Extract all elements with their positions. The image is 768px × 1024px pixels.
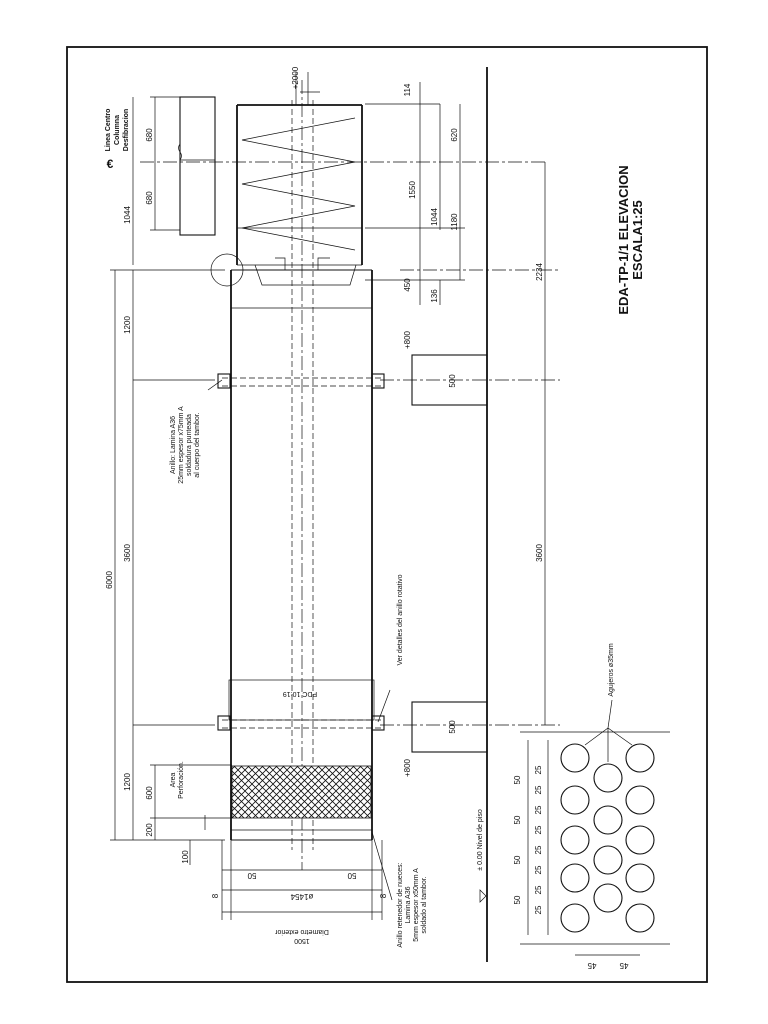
dim-8-left: 8: [211, 893, 220, 898]
dim-8-right: 8: [379, 893, 388, 898]
left-dimensions: [110, 96, 232, 865]
hole-dim-25-2: 25: [534, 785, 543, 794]
lower-ring: [217, 679, 385, 731]
dim-500-top: 500: [448, 374, 457, 388]
area-note-2: Perforación.: [178, 761, 185, 799]
hole-pattern-detail: [520, 699, 670, 956]
dim-1180: 1180: [450, 213, 459, 231]
hole-dim-25-5: 25: [534, 845, 543, 854]
dim-1550: 1550: [408, 181, 417, 199]
dim-500-bottom: 500: [448, 720, 457, 734]
dim-2234: 2234: [535, 263, 544, 281]
dim-200: 200: [145, 823, 154, 837]
dim-680-bottom: 680: [145, 191, 154, 205]
right-dimensions: [300, 82, 546, 725]
dim-6000: 6000: [105, 571, 114, 589]
support-block-lower: [411, 701, 488, 753]
centerline-label-1: Linea Centro: [105, 109, 112, 152]
hole-dim-25-1: 25: [534, 765, 543, 774]
dim-50-left: 50: [247, 871, 256, 880]
floor-level-symbol: [479, 889, 487, 903]
dim-plus-800-bottom: +800: [403, 758, 412, 777]
dim-100: 100: [181, 850, 190, 864]
upper-ring: [217, 373, 385, 389]
dim-plus-2000: +2000: [291, 66, 300, 89]
hole-circles: [560, 743, 655, 933]
dim-1200-bottom: 1200: [123, 773, 132, 791]
centerline-label-3: Desfibracion: [123, 109, 130, 151]
hole-dim-25-7: 25: [534, 885, 543, 894]
dim-136: 136: [430, 289, 439, 303]
centerline-symbol: €: [107, 157, 114, 171]
drawing-scale: ESCALA1:25: [630, 200, 645, 279]
dim-3600-left: 3600: [123, 544, 132, 562]
drum-body: [230, 80, 373, 870]
hole-dim-50-3: 50: [513, 855, 522, 864]
dim-50-right: 50: [347, 871, 356, 880]
retenedor-note-1: Anillo retenedor de nueces:: [397, 862, 404, 947]
hole-dim-50-2: 50: [513, 815, 522, 824]
dim-620: 620: [450, 128, 459, 142]
dim-450: 450: [403, 278, 412, 292]
retenedor-note-2: Lamina A36: [405, 886, 412, 923]
sheet-border: [66, 46, 708, 983]
hole-dim-25-8: 25: [534, 905, 543, 914]
bottom-dimensions: [221, 840, 383, 920]
ver-detalles-note: Ver detalles del anillo rotativo: [397, 574, 404, 665]
hole-dim-45-right: 45: [619, 961, 628, 970]
dim-600: 600: [145, 786, 154, 800]
hole-dim-25-6: 25: [534, 865, 543, 874]
dim-114: 114: [403, 83, 412, 96]
dim-680-top: 680: [145, 128, 154, 142]
retenedor-note-3: 5mm espesor x50mm A: [413, 868, 420, 942]
pdc-label: PDC 10:19: [283, 690, 317, 697]
dim-1200-top: 1200: [123, 316, 132, 334]
hole-dim-25-3: 25: [534, 805, 543, 814]
agujeros-note: Agujeros ø35mm: [608, 643, 615, 696]
diametro-note-2: 1500: [294, 937, 310, 944]
feed-chute: [178, 96, 216, 236]
anillo-note-2: 25mm espesor x75mm A: [178, 406, 185, 484]
hole-dim-25-4: 25: [534, 825, 543, 834]
dim-1044-right: 1044: [430, 208, 439, 226]
hole-dim-45-left: 45: [587, 961, 596, 970]
drawing-title: EDA-TP-1/1 ELEVACION: [616, 165, 631, 314]
centerline-label-2: Columna: [114, 115, 121, 145]
dim-3600-right: 3600: [535, 544, 544, 562]
dim-1454: ø1454: [290, 892, 313, 901]
anillo-note-4: al cuerpo del tambor.: [194, 412, 201, 477]
perforated-area: [231, 765, 372, 819]
hole-dim-50-4: 50: [513, 895, 522, 904]
nivel-piso-note: ± 0.00 Nivel de piso: [477, 809, 484, 871]
hole-dim-50-1: 50: [513, 775, 522, 784]
anillo-note-1: Anillo: Lamina A36: [170, 416, 177, 474]
retenedor-note-4: soldado al tambor.: [421, 876, 428, 933]
dim-1044-left: 1044: [123, 206, 132, 224]
hopper-housing: [236, 72, 363, 286]
area-note-1: Area: [170, 773, 177, 788]
dim-plus-800-top: +800: [403, 330, 412, 349]
anillo-note-3: soldadura punteada: [186, 414, 193, 476]
diametro-note-1: Diametro exterior: [274, 928, 328, 935]
